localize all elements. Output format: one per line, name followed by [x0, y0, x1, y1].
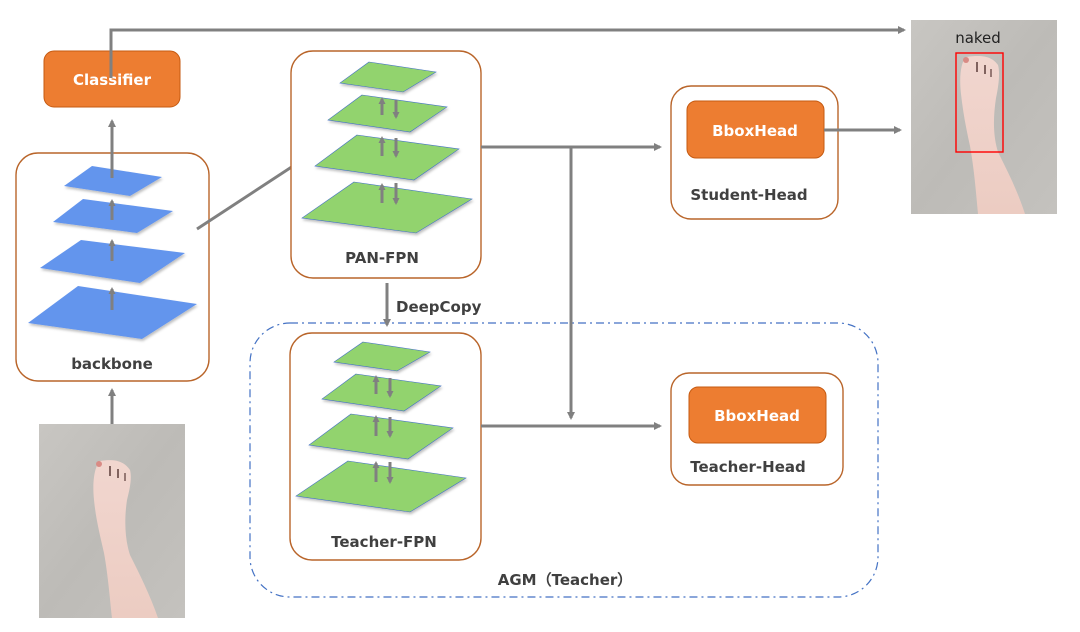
backbone-label: backbone: [71, 355, 153, 373]
teacher-fpn-layer-1: [333, 341, 431, 372]
backbone-layer-1: [64, 166, 162, 196]
classifier-label: Classifier: [73, 71, 152, 89]
pan-fpn-layer-1: [339, 61, 437, 93]
teacher-fpn-bidirectional-arrows: [372, 375, 394, 484]
backbone-layer-4: [28, 286, 197, 339]
backbone-module[interactable]: backbone: [15, 152, 210, 382]
pan-fpn-module[interactable]: PAN-FPN: [290, 50, 482, 279]
agm-teacher-group: AGM（Teacher）: [249, 322, 879, 598]
teacher-bboxhead-label: BboxHead: [714, 407, 800, 425]
teacher-fpn-layer-4: [295, 460, 467, 513]
teacher-fpn-label: Teacher-FPN: [331, 533, 437, 551]
agm-border: [249, 322, 879, 598]
student-head-label: Student-Head: [690, 186, 807, 204]
pan-fpn-bidirectional-arrows: [378, 97, 400, 205]
pan-fpn-layer-3: [314, 134, 460, 181]
student-head-module[interactable]: BboxHead Student-Head: [670, 85, 839, 220]
pan-fpn-label: PAN-FPN: [345, 249, 419, 267]
teacher-bboxhead-box: [688, 386, 827, 444]
teacher-fpn-module[interactable]: Teacher-FPN: [289, 332, 482, 561]
input-image: [39, 424, 185, 618]
teacher-fpn-layer-2: [321, 373, 442, 412]
detection-bbox: [955, 52, 1004, 153]
teacher-fpn-layer-3: [308, 413, 454, 460]
detection-class-label: naked: [955, 29, 1001, 47]
input-photo-foot: [93, 460, 158, 618]
pan-fpn-layer-4: [301, 181, 473, 234]
backbone-layer-3: [40, 240, 185, 283]
output-image: naked: [911, 20, 1057, 215]
output-photo-foot: [960, 55, 1025, 215]
pan-fpn-layer-2: [327, 94, 448, 133]
teacher-head-module[interactable]: BboxHead Teacher-Head: [670, 372, 844, 486]
arrow-classifier-to-output: [109, 28, 896, 78]
teacher-head-label: Teacher-Head: [690, 458, 806, 476]
deepcopy-label: DeepCopy: [396, 298, 482, 316]
agm-label: AGM（Teacher）: [498, 571, 633, 589]
student-bboxhead-label: BboxHead: [712, 122, 798, 140]
